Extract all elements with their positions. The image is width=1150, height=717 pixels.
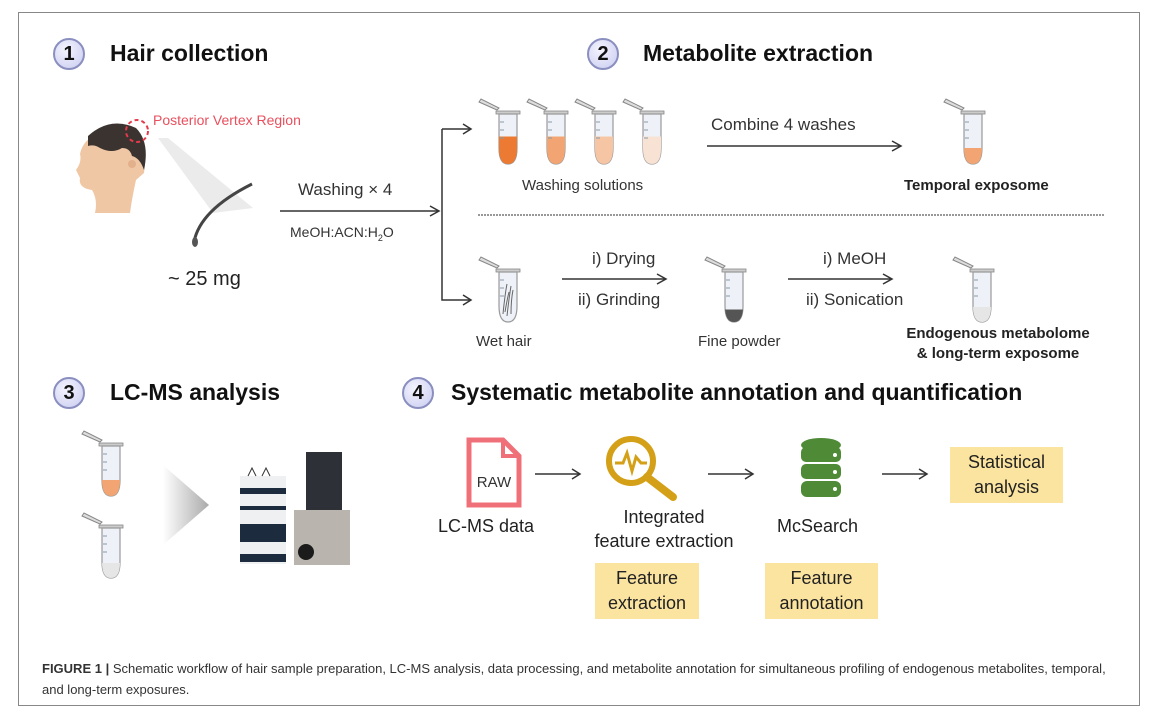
hair-amount-label: ~ 25 mg — [168, 268, 241, 290]
magnifier-signal-icon — [606, 436, 677, 501]
temporal-exposome-tube — [943, 98, 986, 165]
transfer-arrow-icon — [163, 465, 209, 545]
statistical-analysis-box: Statistical analysis — [950, 447, 1063, 503]
combine-arrow — [707, 140, 903, 152]
section-number-3: 3 — [53, 377, 85, 409]
region-marker-icon — [125, 119, 149, 143]
section-title-hair-collection: Hair collection — [110, 40, 269, 66]
feature-extraction-line1: Feature — [615, 568, 679, 588]
solvent-label: MeOH:ACN:H2O — [290, 224, 394, 243]
database-icon — [801, 438, 841, 497]
feature-extraction-line2: extraction — [607, 593, 687, 613]
drying-label: i) Drying — [592, 249, 656, 268]
statistical-line1: Statistical — [967, 452, 1046, 472]
section-title-metabolite-extraction: Metabolite extraction — [643, 40, 874, 66]
lcms-data-label: LC-MS data — [438, 516, 535, 536]
sonication-label: ii) Sonication — [806, 290, 904, 309]
section-title-annotation: Systematic metabolite annotation and qua… — [451, 379, 1023, 405]
posterior-vertex-label: Posterior Vertex Region — [153, 112, 301, 128]
washing-arrow — [280, 205, 441, 217]
drying-arrow — [562, 273, 668, 285]
wash-tube-4 — [622, 98, 665, 165]
feature-extraction-box: Feature extraction — [595, 563, 699, 619]
integrated-line1: Integrated — [623, 507, 705, 527]
fine-powder-label: Fine powder — [698, 333, 781, 350]
temporal-exposome-label: Temporal exposome — [904, 177, 1049, 194]
branch-bracket — [441, 123, 473, 306]
arrow-mcsearch-to-statistical — [882, 468, 929, 480]
feature-annotation-line2: annotation — [779, 593, 864, 613]
endogenous-line1: Endogenous metabolome — [906, 325, 1090, 342]
wash-tube-2 — [526, 98, 569, 165]
wash-tube-3 — [574, 98, 617, 165]
wet-hair-label: Wet hair — [476, 333, 532, 350]
integrated-feature-label: Integrated feature extraction — [574, 505, 754, 553]
washing-solutions-label: Washing solutions — [522, 177, 644, 194]
endogenous-line2: & long-term exposome — [916, 345, 1080, 362]
lc-instrument-icon — [240, 466, 286, 564]
caption-text: Schematic workflow of hair sample prepar… — [42, 661, 1106, 697]
endogenous-metabolome-label: Endogenous metabolome & long-term exposo… — [888, 324, 1108, 364]
meoh-label: i) MeOH — [823, 249, 887, 268]
wet-hair-tube — [478, 256, 521, 323]
section-title-lcms-analysis: LC-MS analysis — [110, 379, 280, 405]
washing-label: Washing × 4 — [298, 180, 393, 199]
integrated-line2: feature extraction — [594, 531, 734, 551]
section-number-4: 4 — [402, 377, 434, 409]
mcsearch-label: McSearch — [777, 516, 859, 536]
lcms-sample-tube-1 — [81, 430, 124, 497]
arrow-extraction-to-mcsearch — [708, 468, 755, 480]
ms-instrument-icon — [294, 452, 350, 565]
section-number-2: 2 — [587, 38, 619, 70]
section-number-1: 1 — [53, 38, 85, 70]
wash-tube-1 — [478, 98, 521, 165]
feature-annotation-line1: Feature — [790, 568, 853, 588]
head-illustration-icon — [76, 123, 146, 213]
section-divider — [478, 214, 1104, 216]
fine-powder-tube — [704, 256, 747, 323]
grinding-label: ii) Grinding — [578, 290, 661, 309]
caption-label: FIGURE 1 | — [42, 661, 110, 676]
raw-file-icon: RAW — [466, 437, 522, 508]
endogenous-tube — [952, 256, 995, 323]
raw-icon-text: RAW — [477, 474, 512, 491]
lcms-sample-tube-2 — [81, 512, 124, 579]
zoom-cone — [158, 138, 253, 213]
combine-washes-label: Combine 4 washes — [711, 115, 856, 134]
feature-annotation-box: Feature annotation — [765, 563, 878, 619]
statistical-line2: analysis — [973, 477, 1040, 497]
figure-caption: FIGURE 1 | Schematic workflow of hair sa… — [42, 658, 1122, 700]
sonication-arrow — [788, 273, 894, 285]
hair-strand-icon — [192, 182, 253, 247]
figure-frame — [18, 12, 1140, 706]
arrow-raw-to-extraction — [535, 468, 582, 480]
